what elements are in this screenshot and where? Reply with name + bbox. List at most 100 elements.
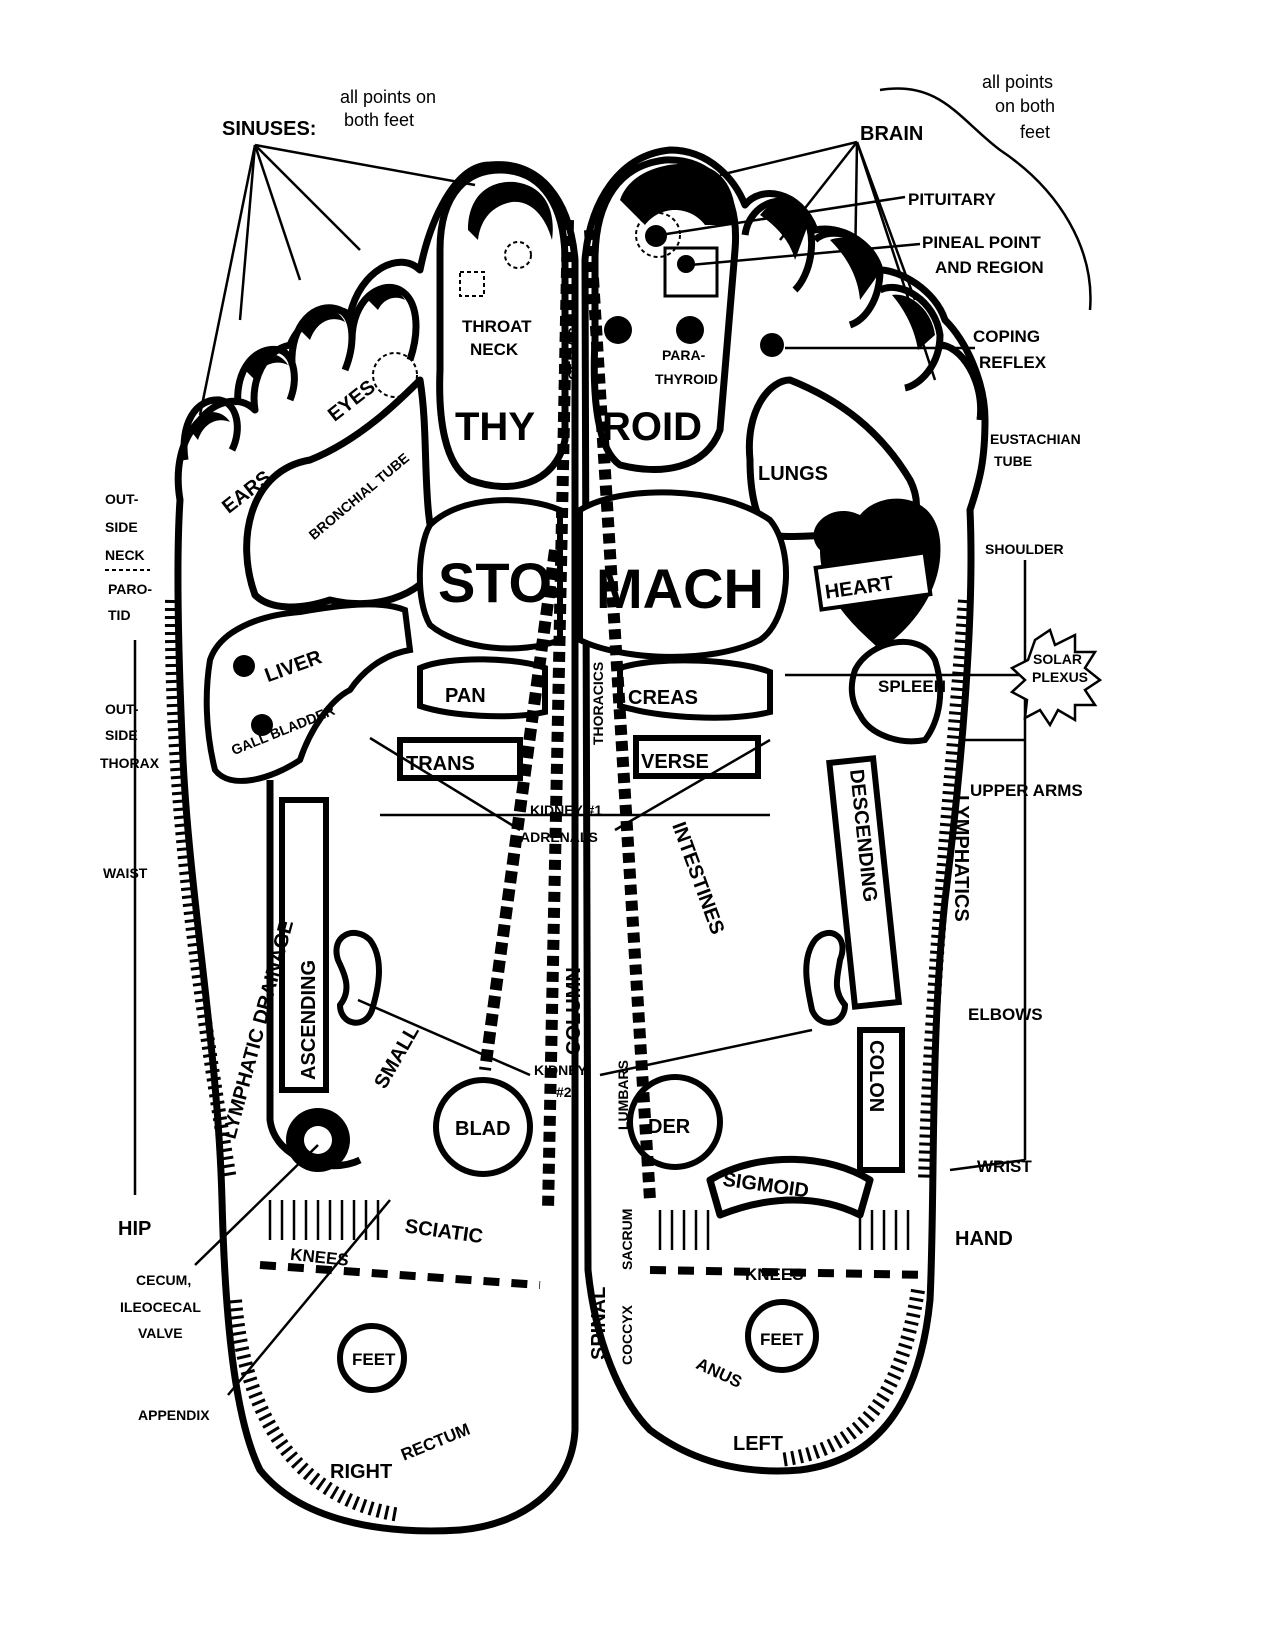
connector-lines (133, 87, 1092, 1396)
small-label: SMALL (370, 1022, 423, 1093)
transverse-right (397, 737, 523, 781)
cecum-1: CECUM, (136, 1272, 191, 1288)
ascending-colon (279, 797, 329, 1093)
spleen-label: SPLEEN (878, 677, 946, 696)
wrist-right-label: WRIST (977, 1157, 1032, 1176)
transverse-left (633, 735, 761, 779)
bladder-right (433, 1077, 533, 1177)
lymphatics-label: LYMPHATICS (950, 795, 972, 922)
kidney-right (333, 929, 382, 1026)
right-foot (164, 161, 579, 1535)
outside-thorax-2: SIDE (105, 727, 138, 743)
sciatic-label: SCIATIC (403, 1215, 484, 1248)
right-big-toe (436, 166, 569, 490)
rectum-label: RECTUM (398, 1420, 473, 1465)
kidney-left (803, 929, 849, 1026)
left-knee-stripes (658, 1210, 910, 1250)
solar-plexus-label-1: SOLAR (1033, 651, 1082, 667)
coping-label-1: COPING (973, 327, 1040, 346)
left-caption: LEFT (733, 1433, 783, 1455)
stomach-right (416, 497, 563, 652)
transverse-left-label: VERSE (641, 751, 709, 773)
intestines-label: INTESTINES (667, 819, 728, 937)
stomach-left-label: MACH (596, 557, 764, 620)
stomach-right-label: STO (438, 551, 552, 614)
adrenals-label: ADRENALS (520, 829, 598, 845)
sinuses-label: SINUSES: (222, 118, 316, 140)
kidney2-label-1: KIDNEY (534, 1062, 588, 1078)
sinuses-note-2: both feet (344, 110, 414, 130)
pancreas-left-label: CREAS (628, 687, 698, 709)
outside-thorax-1: OUT- (105, 701, 139, 717)
parathyroid-label-2: THYROID (655, 371, 718, 387)
sigmoid (706, 1155, 874, 1219)
cecum-3: VALVE (138, 1325, 183, 1341)
outside-thorax-3: THORAX (100, 755, 160, 771)
sacrum-label: SACRUM (619, 1209, 635, 1270)
appendix-label: APPENDIX (138, 1407, 210, 1423)
thyroid-right-label: THY (455, 405, 535, 449)
pancreas-right (417, 656, 548, 720)
elbows-label: ELBOWS (968, 1005, 1043, 1024)
pancreas-right-label: PAN (445, 685, 486, 707)
cervicals-label: CERVICALS (565, 299, 581, 380)
thoracics-label: THORACICS (590, 662, 606, 745)
solar-plexus-burst (1009, 628, 1103, 728)
spleen (848, 639, 944, 745)
column-label: COLUMN (563, 967, 585, 1055)
brain-note-1: all points (982, 72, 1053, 92)
left-toe-4 (878, 283, 944, 392)
pituitary-label: PITUITARY (908, 190, 996, 209)
bladder-left-label: DER (648, 1116, 691, 1138)
stomach-left (577, 489, 789, 660)
neck-label: NECK (470, 340, 519, 359)
ears-label: EARS (218, 467, 275, 519)
right-toe-5 (180, 396, 241, 461)
transverse-right-label: TRANS (406, 753, 475, 775)
left-toe-5 (939, 341, 985, 421)
hand-label: HAND (955, 1228, 1013, 1250)
descending-colon (826, 755, 903, 1010)
left-toe-3 (812, 229, 884, 329)
brain-label: BRAIN (860, 123, 923, 145)
liver (203, 601, 414, 784)
knees-left-label: KNEES (745, 1265, 804, 1284)
bladder-right-label: BLAD (455, 1118, 511, 1140)
right-toe-3 (288, 304, 356, 372)
parotid-1: PARO- (108, 581, 152, 597)
feet-circle-right (337, 1323, 407, 1393)
kidney2-label-2: #2 (556, 1084, 572, 1100)
left-foot-outline (581, 146, 989, 1475)
kidney1-label: KIDNEY #1 (530, 802, 602, 818)
throat-label: THROAT (462, 317, 532, 336)
outside-neck-2: SIDE (105, 519, 138, 535)
pineal-label-2: AND REGION (935, 258, 1044, 277)
right-toe-2 (348, 284, 420, 362)
brain-note-3: feet (1020, 122, 1050, 142)
spinal-label: SPINAL (588, 1287, 610, 1360)
bronchial-tube-label: BRONCHIAL TUBE (305, 450, 412, 543)
upper-arms-label: UPPER ARMS (970, 781, 1083, 800)
feet-circle-left (745, 1299, 819, 1373)
colon-label: COLON (865, 1040, 887, 1112)
cecum-2: ILEOCECAL (120, 1299, 201, 1315)
eustachian-label-2: TUBE (994, 453, 1032, 469)
anus-label: ANUS (693, 1354, 745, 1392)
pancreas-left (617, 657, 773, 721)
colon-box (857, 1027, 905, 1173)
right-toe-4 (234, 345, 298, 406)
parathyroid-label-1: PARA- (662, 347, 706, 363)
parotid-2: TID (108, 607, 131, 623)
right-lung-area (243, 376, 444, 611)
feet-right-label: FEET (352, 1350, 396, 1369)
right-caption: RIGHT (330, 1461, 392, 1483)
pineal-label-1: PINEAL POINT (922, 233, 1041, 252)
sinuses-note-1: all points on (340, 87, 436, 107)
outside-neck-3: NECK (105, 547, 145, 563)
shoulder-label: SHOULDER (985, 541, 1064, 557)
solar-plexus-label-2: PLEXUS (1032, 669, 1088, 685)
eyes-label: EYES (324, 376, 380, 426)
outside-neck-1: OUT- (105, 491, 139, 507)
left-toe-2 (741, 197, 815, 293)
